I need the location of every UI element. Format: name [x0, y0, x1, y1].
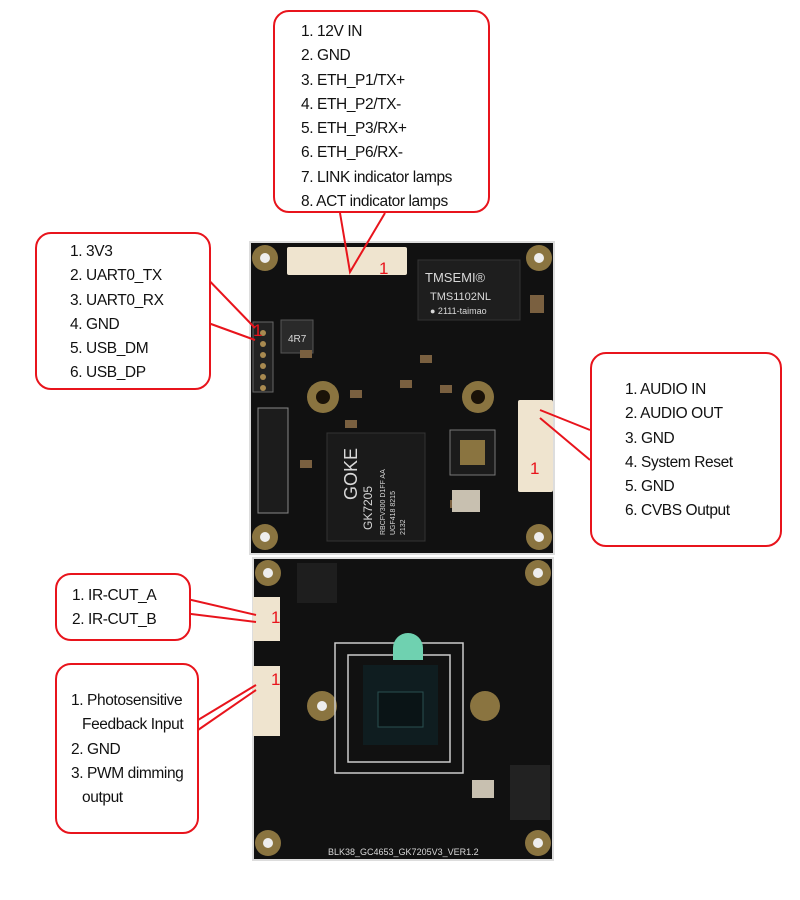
- pin-label: 2. IR-CUT_B: [72, 611, 157, 629]
- callout-photosensor: 1. Photosensitive Feedback Input 2. GND …: [55, 663, 199, 834]
- pin-label: 1. Photosensitive: [71, 692, 183, 709]
- pin-label: 3. UART0_RX: [70, 291, 164, 309]
- sensor-board: 1 1 BLK38_GC4653_GK7205V3_VER1.2: [252, 557, 554, 861]
- pin-label: 8. ACT indicator lamps: [301, 193, 448, 211]
- transformer-model: TMS1102NL: [430, 291, 491, 303]
- pin-label: 5. ETH_P3/RX+: [301, 120, 407, 138]
- chip-line: UGF418 8215: [390, 491, 397, 535]
- pin-label: 2. UART0_TX: [70, 267, 162, 285]
- pin-label: 3. ETH_P1/TX+: [301, 71, 405, 89]
- pin1-marker: 1: [271, 670, 280, 689]
- eth-power-connector: [287, 247, 407, 275]
- pin-label: 2. AUDIO OUT: [625, 405, 723, 423]
- main-board: 1 TMSEMI® TMS1102NL ● 2111-taimao 4R7 1 …: [249, 241, 555, 555]
- ircut-connector: [253, 597, 280, 641]
- transformer-code: ● 2111-taimao: [430, 306, 487, 316]
- pin-label: 6. CVBS Output: [625, 502, 730, 520]
- pin1-marker: 1: [253, 321, 262, 340]
- pin-label: 1. 12V IN: [301, 23, 363, 40]
- chip-brand: GOKE: [341, 448, 361, 500]
- light-connector: [253, 666, 280, 736]
- pin-label: 6. ETH_P6/RX-: [301, 144, 403, 162]
- pin-label: 1. AUDIO IN: [625, 381, 706, 398]
- pin-label: 6. USB_DP: [70, 364, 146, 382]
- inductor-label: 4R7: [288, 334, 307, 345]
- pin-label: 4. System Reset: [625, 453, 733, 471]
- pin1-marker: 1: [379, 259, 388, 278]
- transformer-brand: TMSEMI®: [425, 270, 486, 285]
- pin-label: 4. ETH_P2/TX-: [301, 95, 401, 113]
- pin-label: 1. 3V3: [70, 243, 113, 260]
- goke-soc: [326, 432, 426, 542]
- pin-label: 4. GND: [70, 315, 120, 333]
- pin-label: 5. GND: [625, 478, 675, 496]
- callout-eth-power: 1. 12V IN 2. GND 3. ETH_P1/TX+ 4. ETH_P2…: [273, 10, 490, 213]
- callout-audio-cvbs: 1. AUDIO IN 2. AUDIO OUT 3. GND 4. Syste…: [590, 352, 782, 547]
- pin-label: 1. IR-CUT_A: [72, 587, 157, 604]
- board-label: BLK38_GC4653_GK7205V3_VER1.2: [328, 847, 479, 857]
- pin-label: 2. GND: [71, 740, 121, 758]
- pin1-marker: 1: [271, 608, 280, 627]
- pin-label: 3. GND: [625, 429, 675, 447]
- pin1-marker: 1: [530, 459, 539, 478]
- chip-model: GK7205: [361, 486, 375, 530]
- pin-label: Feedback Input: [82, 716, 184, 734]
- pin-label: 7. LINK indicator lamps: [301, 168, 453, 186]
- pin-label: output: [82, 789, 123, 807]
- chip-line: 2132: [400, 519, 407, 535]
- callout-uart-usb: 1. 3V3 2. UART0_TX 3. UART0_RX 4. GND 5.…: [35, 232, 211, 390]
- callout-ircut: 1. IR-CUT_A 2. IR-CUT_B: [55, 573, 191, 641]
- pin-label: 5. USB_DM: [70, 340, 149, 358]
- ir-led: [393, 633, 423, 660]
- audio-cvbs-connector: [518, 400, 553, 492]
- chip-line: RBCFV300 D1FF AA: [380, 469, 387, 535]
- pin-label: 2. GND: [301, 47, 351, 65]
- pin-label: 3. PWM dimming: [71, 764, 184, 782]
